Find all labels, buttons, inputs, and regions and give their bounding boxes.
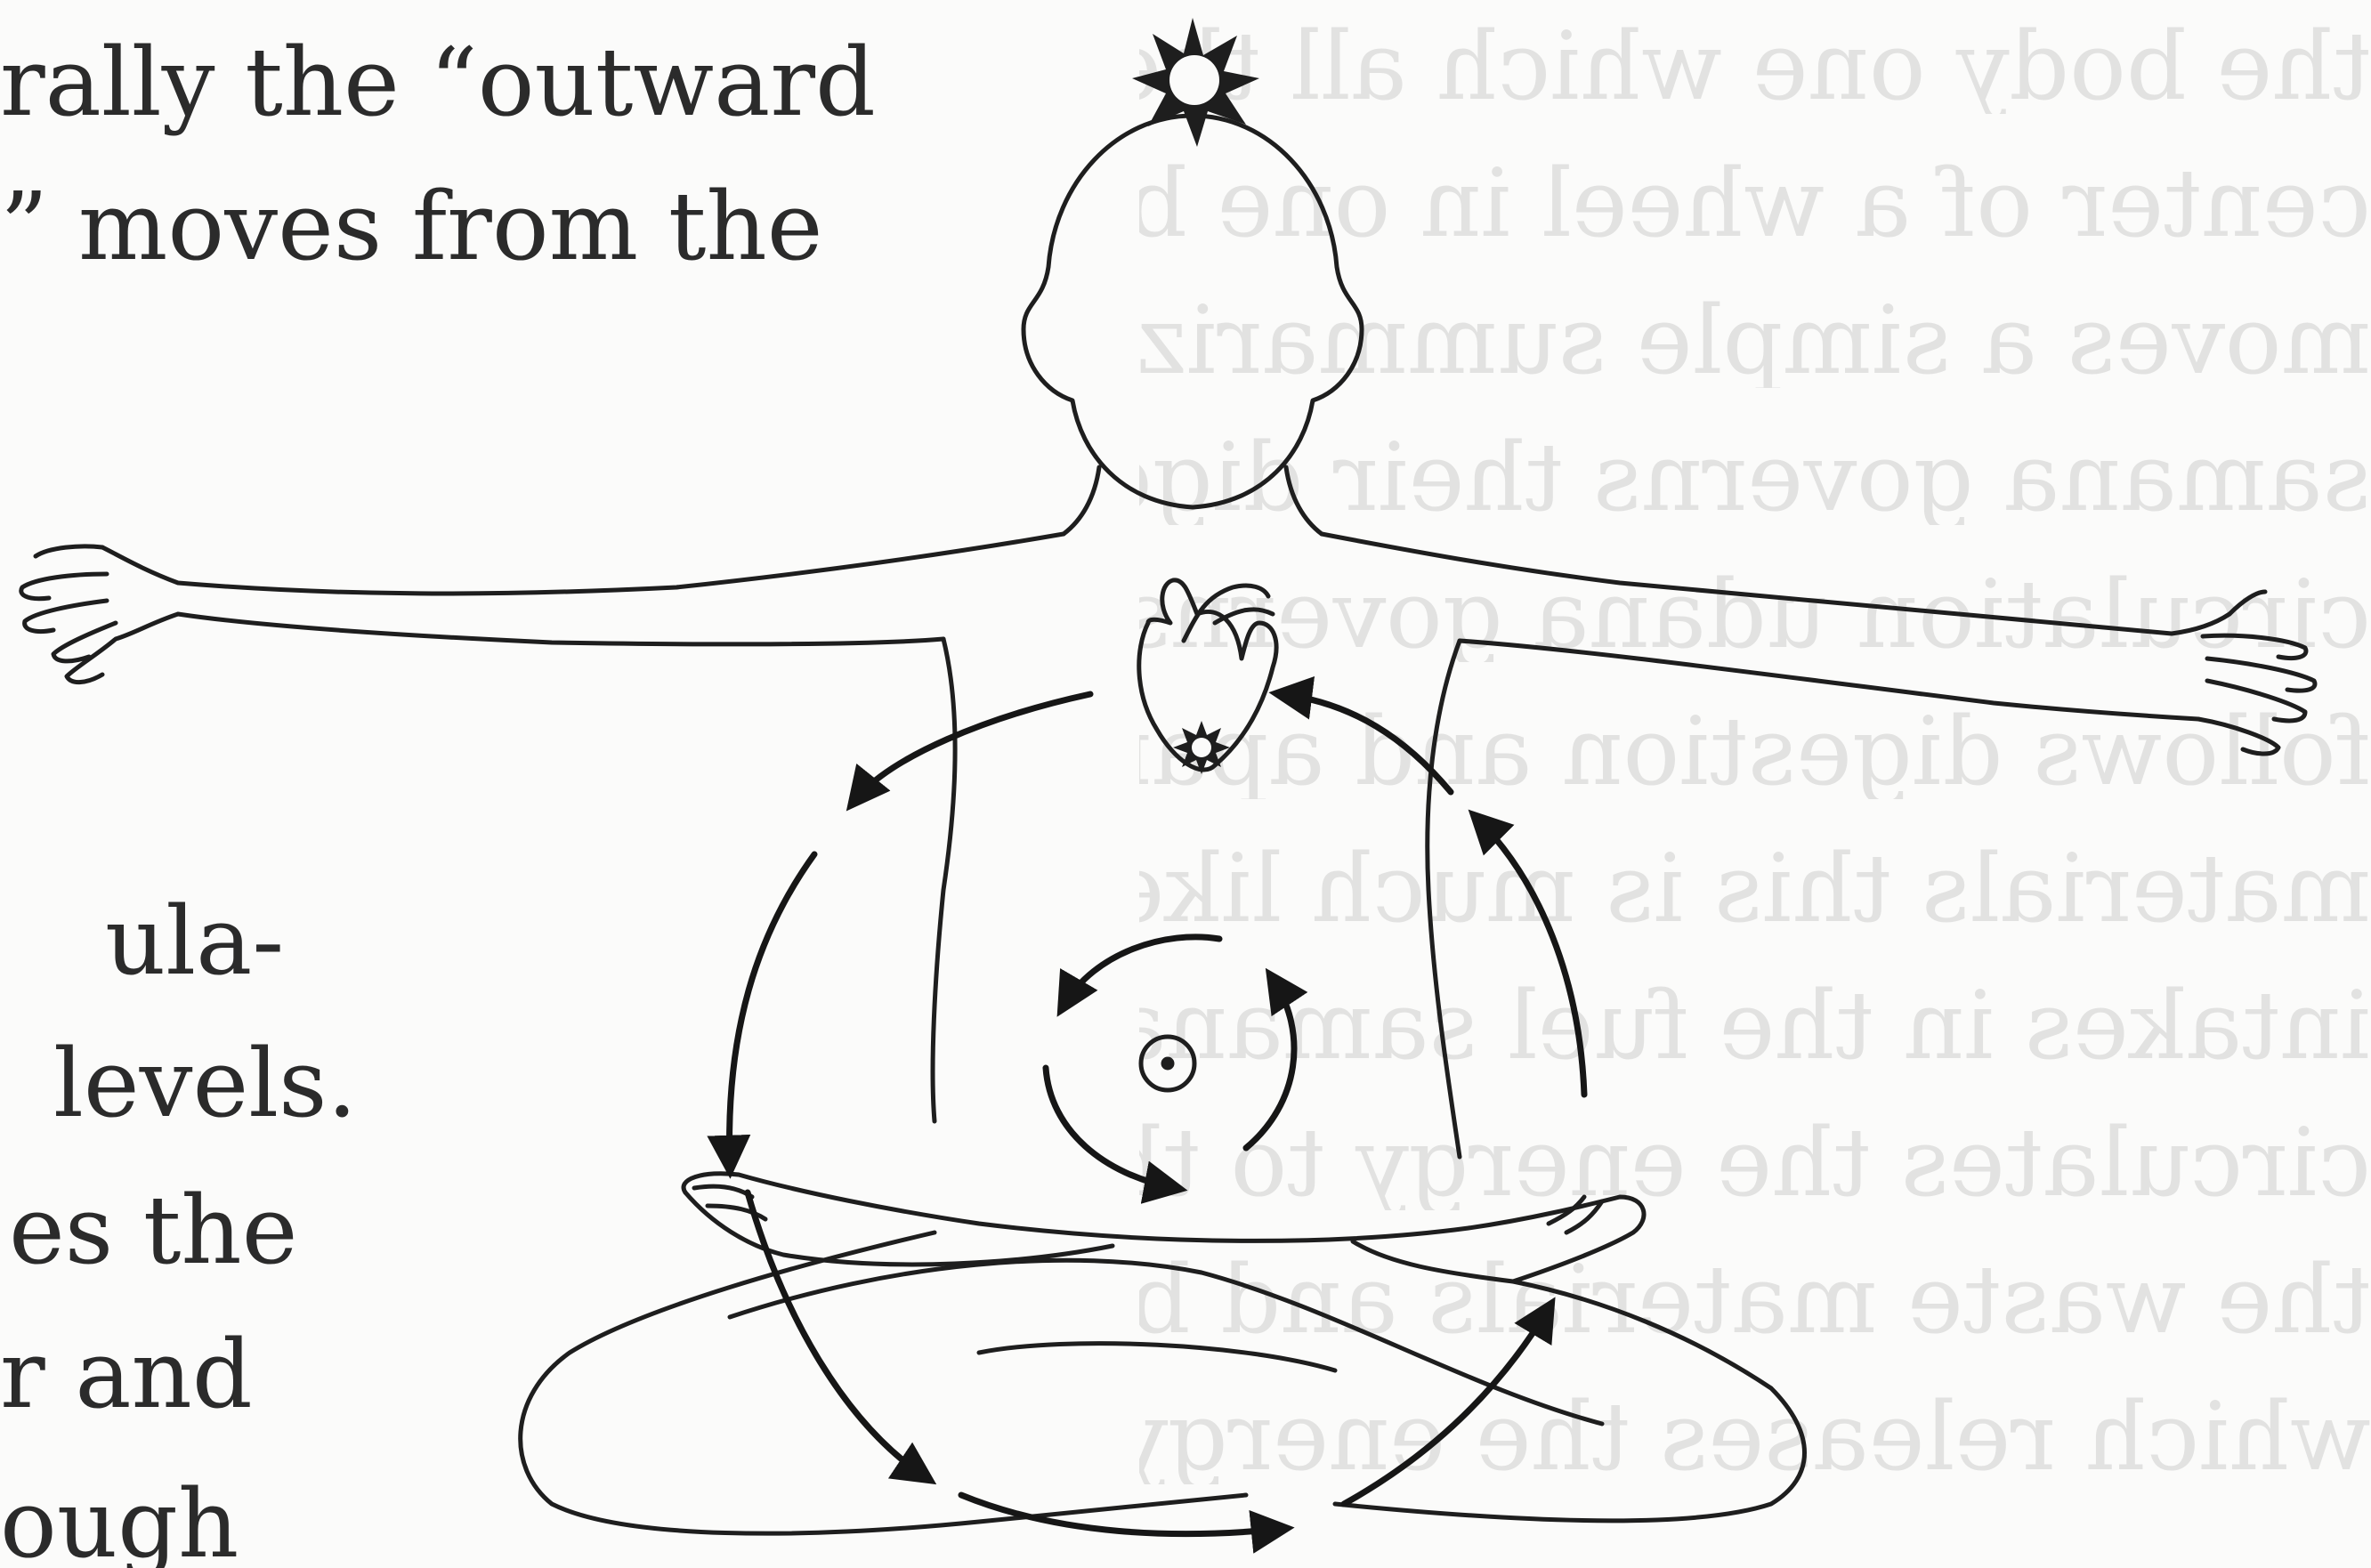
flow-arrow-lower-bottom [961,1495,1282,1534]
flow-arrow-left-down [854,694,1090,801]
flow-arrow-left-outer [730,854,814,1166]
heart-sun-icon [1173,721,1230,774]
flow-arrow-inner-top [1064,937,1219,1006]
figure-right-arm [1322,534,2229,634]
figure-torso [933,639,955,1121]
figure-neck [1064,467,1099,534]
crown-sun-icon [1132,18,1259,147]
flow-arrow-right-top [1282,694,1451,792]
figure-right-hand [2198,592,2315,754]
flow-arrow-right-up-outer [1477,819,1584,1095]
figure-head [1024,116,1362,507]
flow-arrow-lower-left [748,1192,926,1477]
flow-arrow-inner-right [1246,979,1294,1148]
figure-left-hand [21,546,178,683]
figure-left-arm [102,534,1064,594]
